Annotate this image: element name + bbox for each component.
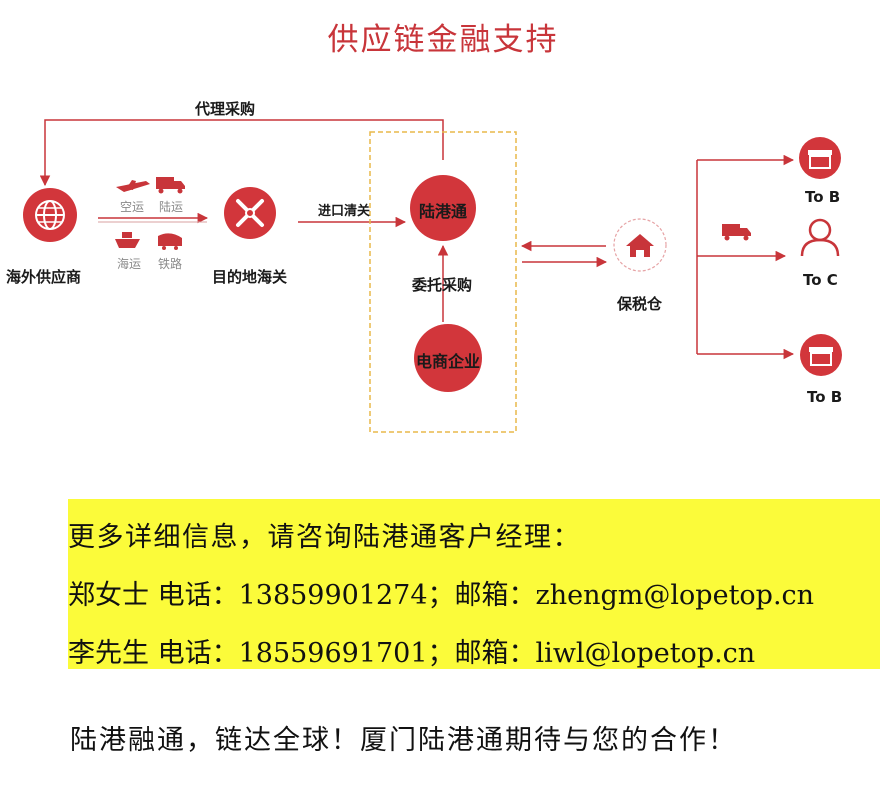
supplier-label: 海外供应商 xyxy=(6,268,82,286)
store-icon-bottom xyxy=(800,334,842,376)
rail-label: 铁路 xyxy=(158,257,183,271)
land-label: 陆运 xyxy=(159,200,184,214)
proxy-purchase-label: 代理采购 xyxy=(195,100,256,118)
sea-label: 海运 xyxy=(117,257,142,271)
bonded-warehouse-label: 保税仓 xyxy=(617,295,663,313)
store-icon-top xyxy=(799,137,841,179)
air-label: 空运 xyxy=(120,200,145,214)
ecommerce-node xyxy=(414,324,482,392)
footer-slogan: 陆港融通，链达全球！厦门陆港通期待与您的合作！ xyxy=(70,725,737,756)
platform-dashed-box xyxy=(369,131,517,433)
contact-heading: 更多详细信息，请咨询陆港通客户经理： xyxy=(68,522,581,553)
globe-icon xyxy=(23,188,77,242)
lugangtong-node xyxy=(410,175,476,241)
customs-label: 目的地海关 xyxy=(212,268,288,286)
truck-icon xyxy=(156,177,185,194)
warehouse-icon xyxy=(613,218,667,272)
proxy-purchase-line xyxy=(39,119,444,187)
lugangtong-label: 陆港通 xyxy=(418,202,467,221)
customs-icon xyxy=(224,187,276,239)
contact-info-panel: 更多详细信息，请咨询陆港通客户经理： 郑女士 电话：13859901274；邮箱… xyxy=(68,499,880,669)
entrust-purchase-label: 委托采购 xyxy=(412,276,473,294)
contact-line-zheng: 郑女士 电话：13859901274；邮箱：zhengm@lopetop.cn xyxy=(68,580,815,611)
delivery-truck-icon xyxy=(722,224,751,241)
import-clearance-label: 进口清关 xyxy=(318,204,371,219)
train-icon xyxy=(158,233,182,250)
ship-icon xyxy=(115,232,140,248)
person-icon xyxy=(800,218,840,257)
page-title: 供应链金融支持 xyxy=(327,22,559,58)
supply-chain-diagram xyxy=(23,119,842,433)
to-b-bottom-label: To B xyxy=(807,388,843,406)
to-c-label: To C xyxy=(803,271,838,289)
airplane-icon xyxy=(116,180,150,192)
contact-line-li: 李先生 电话：18559691701；邮箱：liwl@lopetop.cn xyxy=(68,638,756,669)
to-b-top-label: To B xyxy=(805,188,841,206)
ecommerce-label: 电商企业 xyxy=(415,352,480,371)
